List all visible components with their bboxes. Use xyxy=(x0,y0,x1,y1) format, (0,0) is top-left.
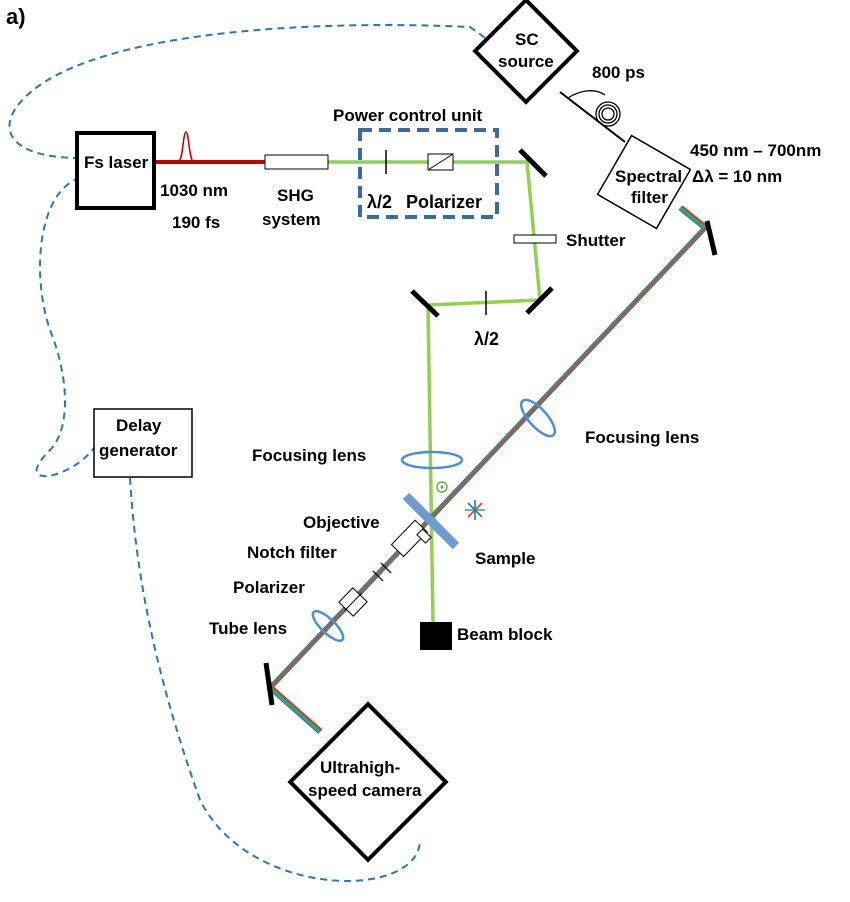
focusing-lens-left xyxy=(400,450,464,470)
beam-block xyxy=(420,622,452,650)
shg-crystal xyxy=(264,154,329,170)
half-wave-plate-1-label: λ/2 xyxy=(367,192,392,212)
spectral-filter-label-line1: Spectral xyxy=(615,167,682,186)
focusing-lens-left-label: Focusing lens xyxy=(252,446,366,465)
fs-laser-box xyxy=(75,131,156,210)
power-control-unit-box xyxy=(358,128,499,219)
camera-box xyxy=(287,701,449,863)
delay-generator-label-line2: generator xyxy=(99,441,178,460)
power-control-unit-label: Power control unit xyxy=(333,106,483,125)
sample-label: Sample xyxy=(475,549,535,568)
sc-source-label-line1: SC xyxy=(515,30,539,49)
tube-lens-label: Tube lens xyxy=(209,619,287,638)
polarizer-cube-1 xyxy=(427,153,454,171)
fiber-line xyxy=(559,91,626,143)
mirror-sc-1 xyxy=(704,220,718,256)
delay-generator-box xyxy=(93,408,193,478)
shg-label-line1: SHG xyxy=(277,186,314,205)
spectral-range-label: 450 nm – 700nm xyxy=(690,141,821,160)
camera-label-line2: speed camera xyxy=(308,781,422,800)
delay-generator-label-line1: Delay xyxy=(116,416,162,435)
focusing-lens-right xyxy=(519,398,557,438)
notch-filter-label: Notch filter xyxy=(247,543,337,562)
tube-lens xyxy=(311,609,345,643)
half-wave-plate-2-label: λ/2 xyxy=(474,329,499,349)
focusing-lens-right-label: Focusing lens xyxy=(585,428,699,447)
sc-source-label-line2: source xyxy=(498,52,554,71)
fs-laser-label: Fs laser xyxy=(84,153,149,172)
shg-label-line2: system xyxy=(262,210,321,229)
objective-label: Objective xyxy=(303,513,380,532)
beam-block-label: Beam block xyxy=(457,625,553,644)
trigger-cable-laser-to-delay xyxy=(35,177,95,478)
mirror-1 xyxy=(518,148,548,178)
trigger-cable-delay-to-camera xyxy=(129,477,421,882)
sample xyxy=(402,492,460,550)
pulse-icon xyxy=(177,131,195,163)
panel-label: a) xyxy=(6,4,26,29)
spectral-filter-label-line2: filter xyxy=(631,188,668,207)
wavelength-1030-label: 1030 nm xyxy=(160,181,228,200)
mirror-2 xyxy=(525,286,554,315)
sc-beam xyxy=(266,205,709,734)
fiber-coil-icon xyxy=(567,90,621,127)
camera-label-line1: Ultrahigh- xyxy=(320,758,400,777)
spectral-filter-box xyxy=(596,134,692,230)
polarizer-2-label: Polarizer xyxy=(233,578,305,597)
spectral-bandwidth-label: Δλ = 10 nm xyxy=(692,167,782,186)
objective xyxy=(390,519,432,558)
pulse-800ps-label: 800 ps xyxy=(592,63,645,82)
polarization-star-icon xyxy=(465,500,485,520)
polarizer-1-label: Polarizer xyxy=(406,192,482,212)
pulse-190fs-label: 190 fs xyxy=(172,213,220,232)
trigger-cable-laser-to-sc xyxy=(8,24,489,159)
notch-filter xyxy=(372,562,392,582)
polarization-dot-icon xyxy=(436,481,448,493)
mirror-sc-2 xyxy=(263,662,275,706)
shutter xyxy=(513,234,557,244)
polarizer-cube-2 xyxy=(338,587,368,617)
sc-source-box xyxy=(472,0,580,105)
mirror-3 xyxy=(410,289,440,318)
shutter-label: Shutter xyxy=(566,231,626,250)
